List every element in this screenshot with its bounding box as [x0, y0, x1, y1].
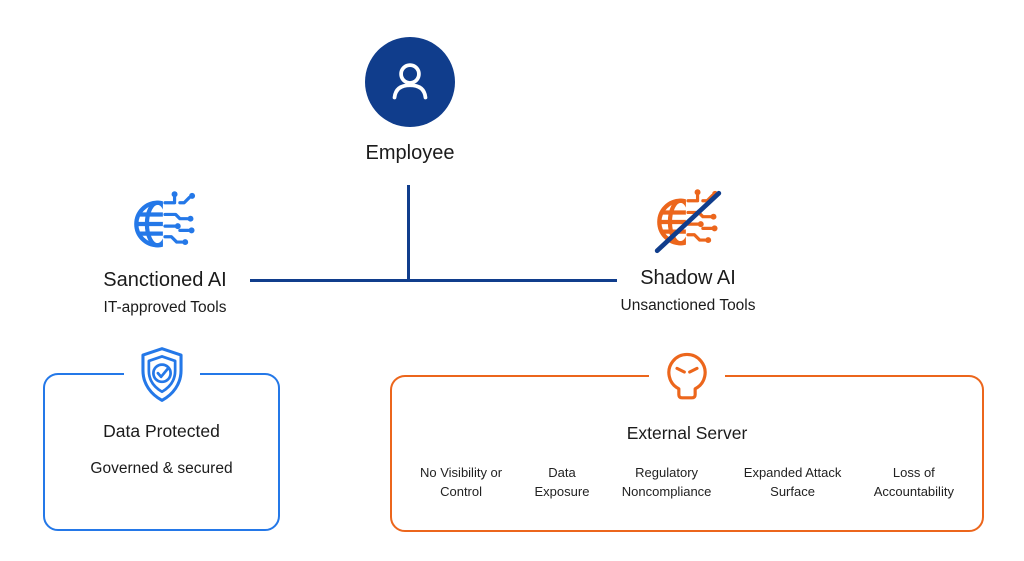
connector-horizontal: [250, 279, 617, 282]
skull-icon: [649, 347, 725, 407]
data-protected-subtitle: Governed & secured: [90, 460, 233, 477]
risk-item-no-visibility: No Visibility or Control: [420, 465, 503, 499]
risk-list: No Visibility or Control Data Exposure R…: [392, 464, 982, 502]
risk-item-regulatory: Regulatory Noncompliance: [621, 465, 712, 499]
shield-check-icon: [123, 345, 200, 405]
shadow-ai-subtitle: Unsanctioned Tools: [620, 297, 756, 314]
employee-node: Employee: [320, 37, 500, 165]
data-protected-title: Data Protected: [103, 421, 220, 441]
sanctioned-ai-title: Sanctioned AI: [103, 269, 227, 291]
branch-sanctioned-ai: Sanctioned AI IT-approved Tools: [55, 190, 275, 317]
ai-globe-icon: [130, 190, 200, 258]
employee-label: Employee: [365, 142, 455, 164]
shadow-ai-title: Shadow AI: [640, 267, 736, 289]
external-server-title: External Server: [626, 423, 748, 443]
external-server-box: External Server No Visibility or Control…: [390, 347, 984, 532]
risk-item-attack-surface: Expanded Attack Surface: [743, 465, 842, 499]
connector-vertical: [407, 185, 410, 281]
risk-item-data-exposure: Data Exposure: [534, 465, 590, 499]
ai-globe-slash-icon: [654, 188, 722, 254]
sanctioned-ai-subtitle: IT-approved Tools: [103, 299, 227, 316]
person-icon: [365, 37, 455, 127]
risk-item-accountability: Loss of Accountability: [873, 465, 954, 499]
data-protected-box: Data Protected Governed & secured: [43, 345, 280, 531]
branch-shadow-ai: Shadow AI Unsanctioned Tools: [578, 188, 798, 315]
